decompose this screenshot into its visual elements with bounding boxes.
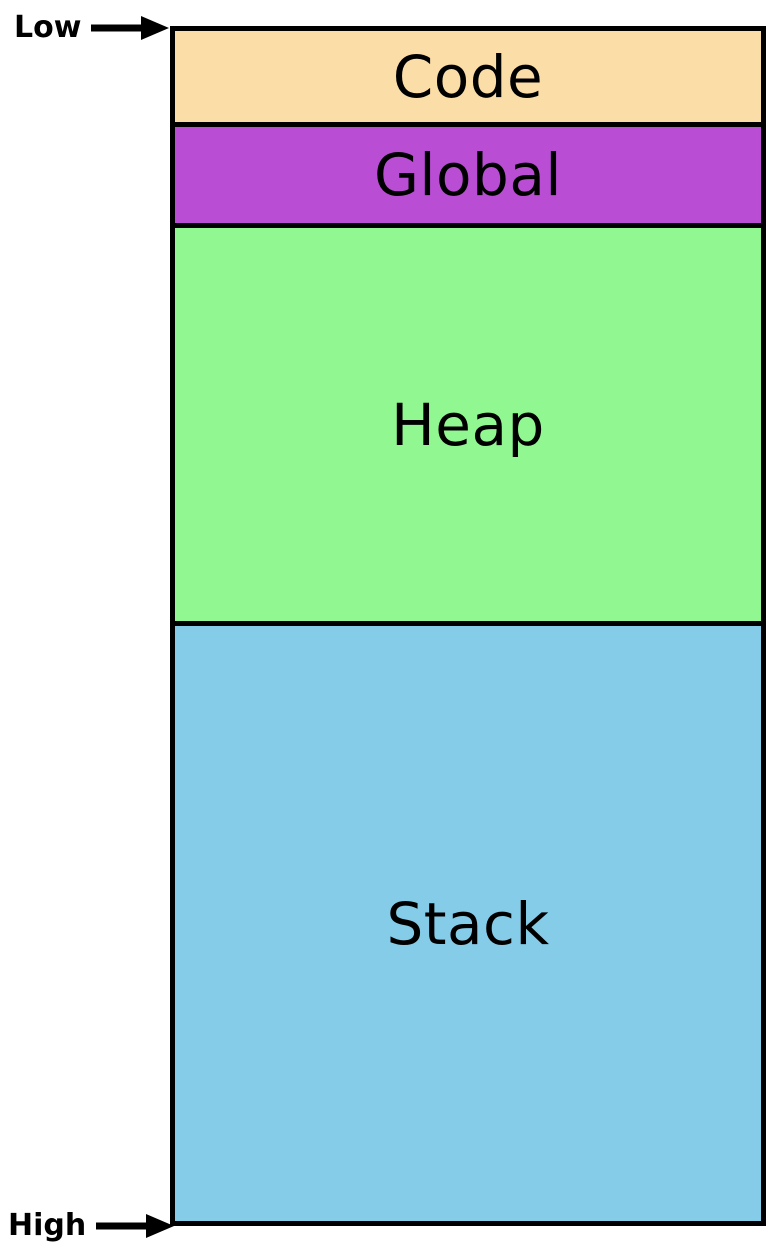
address-high-label: High	[8, 1208, 87, 1243]
memory-segment-heap: Heap	[170, 223, 766, 626]
address-high-annotation: High	[8, 1208, 175, 1244]
memory-segment-code: Code	[170, 26, 766, 127]
memory-segment-stack: Stack	[170, 621, 766, 1226]
memory-segment-global: Global	[170, 122, 766, 228]
memory-segment-heap-label: Heap	[391, 390, 545, 459]
address-low-annotation: Low	[14, 10, 170, 46]
address-low-label: Low	[14, 10, 82, 45]
memory-segment-code-label: Code	[392, 42, 544, 111]
memory-column: Code Global Heap Stack	[170, 26, 766, 1226]
memory-segment-stack-label: Stack	[386, 889, 550, 958]
arrow-right-icon	[91, 16, 170, 40]
memory-segment-global-label: Global	[373, 141, 563, 209]
arrow-right-icon	[96, 1214, 175, 1238]
